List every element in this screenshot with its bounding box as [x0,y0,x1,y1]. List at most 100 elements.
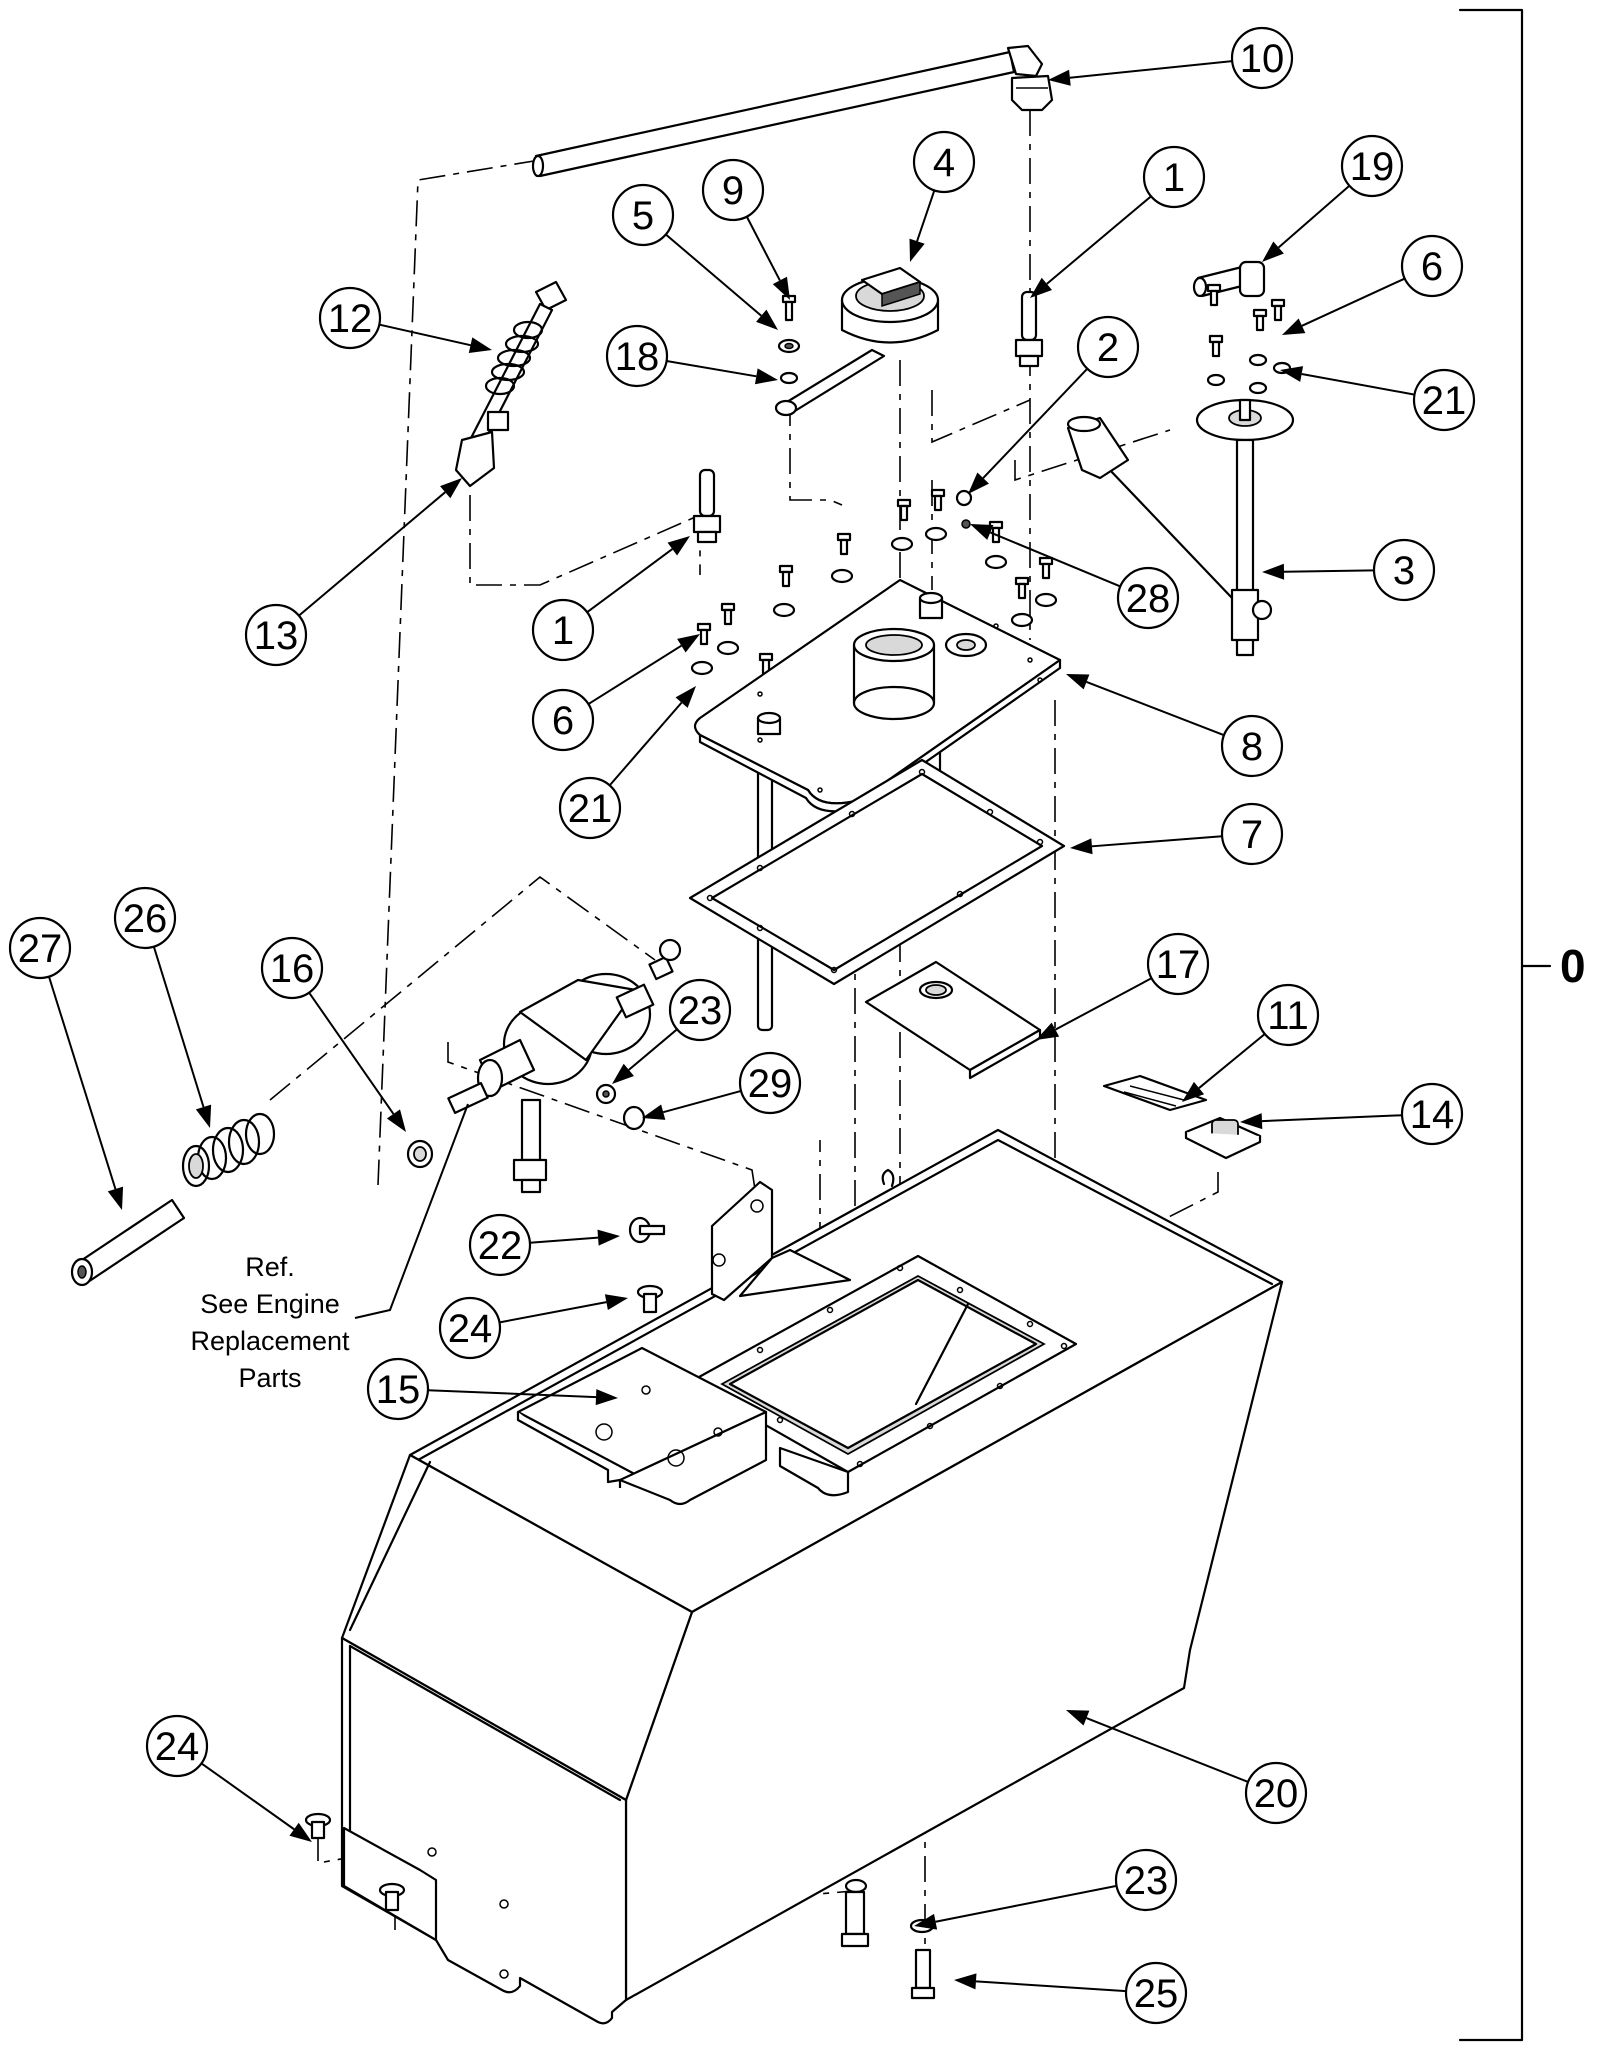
callout-number: 29 [748,1062,793,1106]
callout-leader [975,1980,1127,1993]
callout-bubble [1412,368,1476,432]
callout-arrowhead [1280,366,1304,382]
part-19-elbow [1192,260,1266,298]
callout-leader [1301,372,1415,396]
assembly-bracket: 0 [1458,8,1586,2042]
callout-c24b: 24 [145,1714,312,1842]
callout-number: 10 [1240,37,1285,81]
callout-c5: 5 [611,183,778,330]
callout-number: 12 [328,297,373,341]
callout-c19: 19 [1262,134,1404,262]
callout-arrowhead [1182,1081,1205,1102]
callout-c14: 14 [1240,1082,1464,1146]
callout-arrowhead [289,1822,312,1842]
callout-arrowhead [675,686,696,708]
callout-number: 4 [933,141,955,185]
callout-number: 28 [1126,577,1171,621]
part-17-pad [864,960,1042,1080]
callout-arrowhead [440,478,462,499]
callout-leader [1198,1033,1266,1089]
callout-leader [1277,184,1351,249]
part-5-washer [777,338,801,354]
callout-bubble [531,598,595,662]
callout-bubble [1124,1961,1188,2025]
part-10-vent-tube [531,44,1054,178]
callout-c1b: 1 [531,536,690,662]
callout-number: 18 [615,335,660,379]
part-26-spring [181,1112,276,1188]
callout-bubble [912,130,976,194]
part-18-washer [779,371,799,385]
callout-c6b: 6 [531,634,700,752]
callout-number: 22 [478,1224,523,1268]
callout-c18: 18 [605,324,778,388]
part-24-bolt-upper [636,1284,664,1314]
callout-leader [1086,681,1225,737]
callout-c20: 20 [1066,1710,1308,1825]
callout-arrowhead [1262,241,1284,262]
callout-c27: 27 [8,916,124,1210]
callout-bubble [113,886,177,950]
callout-number: 14 [1410,1093,1455,1137]
callout-c3: 3 [1262,538,1436,602]
callout-arrowhead [1240,1113,1263,1130]
callout-c12: 12 [318,286,492,353]
callout-bubble [668,978,732,1042]
callout-leader [745,216,781,281]
callout-c6a: 6 [1282,234,1464,335]
callout-bubble [1400,234,1464,298]
part-1-fitting-left [692,468,722,544]
callout-c23b: 23 [914,1848,1178,1930]
callout-arrowhead [1066,1710,1090,1726]
callout-number: 15 [376,1368,421,1412]
callout-number: 20 [1254,1772,1299,1816]
callout-bubble [1340,134,1404,198]
callout-c15: 15 [366,1357,618,1421]
callout-leader [665,233,762,317]
callout-bubble [145,1714,209,1778]
callout-leader [1283,569,1375,573]
callout-number: 21 [568,787,613,831]
part-29-nut [622,1105,646,1131]
callout-leader [666,360,757,378]
callout-bubble [701,158,765,222]
callout-c21b: 21 [558,686,696,840]
callout-leader [608,701,683,787]
callout-number: 9 [722,169,744,213]
callout-bubble [260,936,324,1000]
callout-c13: 13 [244,478,462,667]
callout-leader [662,1089,742,1114]
callout-arrowhead [595,1389,618,1406]
callout-c22: 22 [468,1213,620,1277]
callout-bubble [1256,983,1320,1047]
callout-number: 5 [632,194,654,238]
callout-number: 21 [1422,379,1467,423]
callout-arrowhead [909,238,925,262]
callout-leader [1086,1717,1249,1783]
reference-note: Ref. See Engine Replacement Parts [190,1103,469,1393]
callout-bubble [611,183,675,247]
part-9-screw [781,294,797,322]
callout-number: 1 [552,609,574,653]
callout-number: 23 [1124,1859,1169,1903]
callout-leader [1301,277,1406,327]
callout-c7: 7 [1070,802,1284,866]
fuel-filter-assembly [447,938,682,1194]
callout-c16: 16 [260,936,406,1132]
callout-number: 24 [448,1307,493,1351]
callout-c25: 25 [954,1961,1188,2025]
callout-arrowhead [1066,674,1090,690]
callout-c1a: 1 [1030,145,1206,298]
part-7-gasket [688,758,1066,986]
callout-arrowhead [677,634,700,653]
callout-leader [989,531,1121,588]
reference-note-line-2: See Engine [200,1289,340,1319]
callout-bubble [738,1051,802,1115]
callout-bubble [318,286,382,350]
callout-leader [529,1236,599,1244]
callout-number: 23 [678,989,723,1033]
callout-bubble [1146,932,1210,996]
part-12-fuel-line [454,280,568,488]
part-16-clamp [406,1139,434,1169]
